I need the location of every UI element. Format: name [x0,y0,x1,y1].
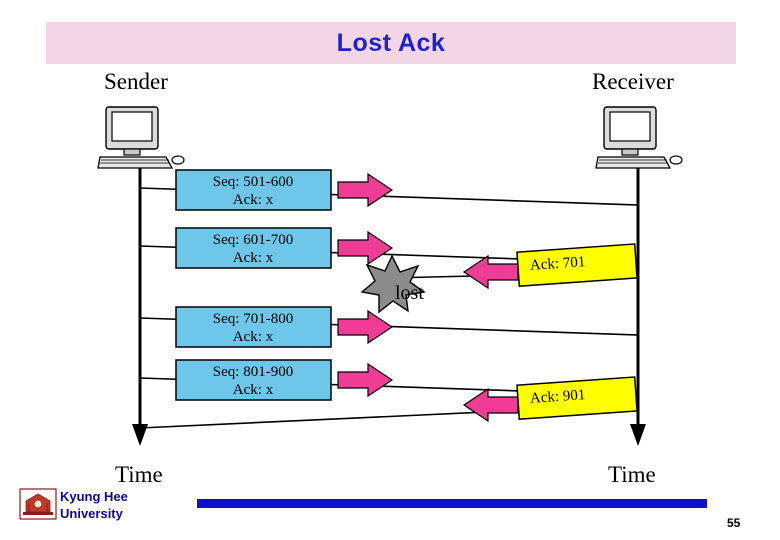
seq-box-1-ack: Ack: x [232,192,274,208]
ack-arrow-1 [462,254,519,290]
diagram-canvas [97,106,683,446]
lost-label: lost [395,282,424,304]
time-label-receiver: Time [608,462,656,487]
university-name-line2: University [60,506,123,521]
seq-box-2-ack: Ack: x [232,250,274,266]
seq-box-2 [175,227,332,269]
receiver-label: Receiver [592,69,674,94]
sender-timeline [132,168,148,446]
time-label-sender: Time [115,462,163,487]
seq-box-4 [175,359,332,401]
send-arrow-1 [337,172,394,208]
sender-computer-icon [97,106,185,169]
receiver-timeline [630,168,646,446]
seq-box-3-seq: Seq: 701-800 [212,311,294,327]
seq-box-1-seq: Seq: 501-600 [212,174,294,190]
send-arrow-3 [337,309,394,345]
receiver-computer-icon [595,106,683,169]
ack-box-2 [516,376,638,420]
ack-arrow-2 [462,387,519,423]
university-name-line1: Kyung Hee [60,489,128,504]
footer-divider [197,499,707,508]
seq-box-1 [175,169,332,211]
page-number: 55 [727,516,741,530]
seq-box-3-ack: Ack: x [232,329,274,345]
seq-box-4-ack: Ack: x [232,382,274,398]
university-name: Kyung Hee University [60,488,128,522]
page-title: Lost Ack [336,29,446,57]
university-logo [19,488,57,520]
lost-ack-diagram: Sender Receiver Time Time lost Seq: 501-… [0,60,780,487]
seq-box-2-seq: Seq: 601-700 [212,232,294,248]
send-arrow-2 [337,230,394,266]
sender-label: Sender [104,69,168,94]
seq-box-3 [175,306,332,348]
ack-box-1 [516,243,638,287]
send-arrow-4 [337,362,394,398]
lost-star-icon [360,254,426,314]
seq-box-4-seq: Seq: 801-900 [212,364,294,380]
slide-title-bar: Lost Ack [46,22,736,64]
